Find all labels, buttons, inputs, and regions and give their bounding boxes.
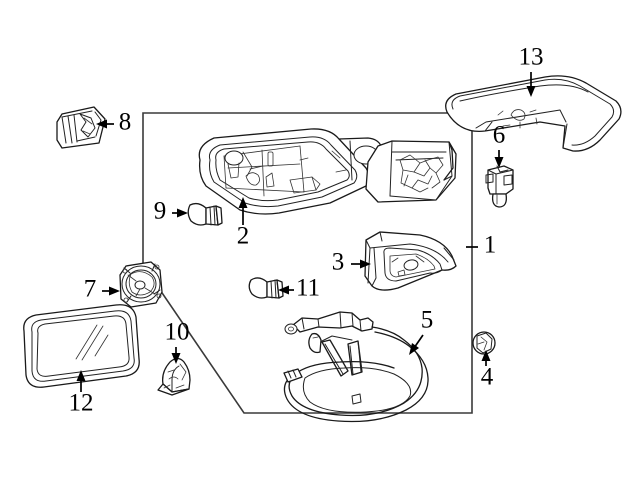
part-3-mirror-cover-inner (364, 231, 457, 291)
callout-11-number: 11 (296, 275, 320, 302)
callout-13: 13 (519, 44, 544, 97)
callout-8-number: 8 (119, 109, 132, 136)
callout-1: 1 (466, 232, 496, 259)
callout-3: 3 (332, 249, 371, 276)
callout-10: 10 (165, 319, 190, 364)
part-7-mirror-actuator-motor (119, 261, 163, 308)
callout-5-number: 5 (421, 307, 434, 334)
callout-10-number: 10 (165, 319, 190, 346)
part-12-mirror-glass (23, 304, 140, 388)
part-2-mirror-mounting-arm (365, 140, 457, 203)
callout-4-number: 4 (481, 364, 494, 391)
part-6-turn-signal-bulb-socket (485, 165, 514, 208)
part-2-mirror-housing (198, 128, 385, 215)
part-11-bulb (248, 277, 284, 299)
callout-5: 5 (409, 307, 433, 355)
callout-4: 4 (481, 350, 494, 391)
part-4-mounting-nut (472, 331, 496, 355)
part-13-mirror-cover-cap (445, 75, 622, 152)
callout-8: 8 (96, 109, 131, 136)
callout-11: 11 (278, 275, 320, 302)
callout-13-number: 13 (519, 44, 544, 71)
callout-1-number: 1 (484, 232, 497, 259)
callout-7-number: 7 (84, 276, 97, 303)
callout-7: 7 (84, 276, 120, 303)
callout-6-number: 6 (493, 122, 506, 149)
callout-12: 12 (69, 370, 94, 417)
assembly-group-frame (142, 112, 473, 414)
callout-9: 9 (154, 198, 188, 225)
callout-3-number: 3 (332, 249, 345, 276)
callout-2: 2 (237, 197, 250, 250)
callout-9-number: 9 (154, 198, 167, 225)
callout-12-number: 12 (69, 390, 94, 417)
part-10-mirror-base-gasket (157, 357, 191, 396)
part-9-bulb (187, 202, 223, 226)
part-5-mirror-wire-harness (283, 311, 429, 423)
callout-6: 6 (493, 122, 506, 168)
callout-2-number: 2 (237, 223, 250, 250)
part-8-mirror-mounting-bracket (56, 106, 106, 149)
